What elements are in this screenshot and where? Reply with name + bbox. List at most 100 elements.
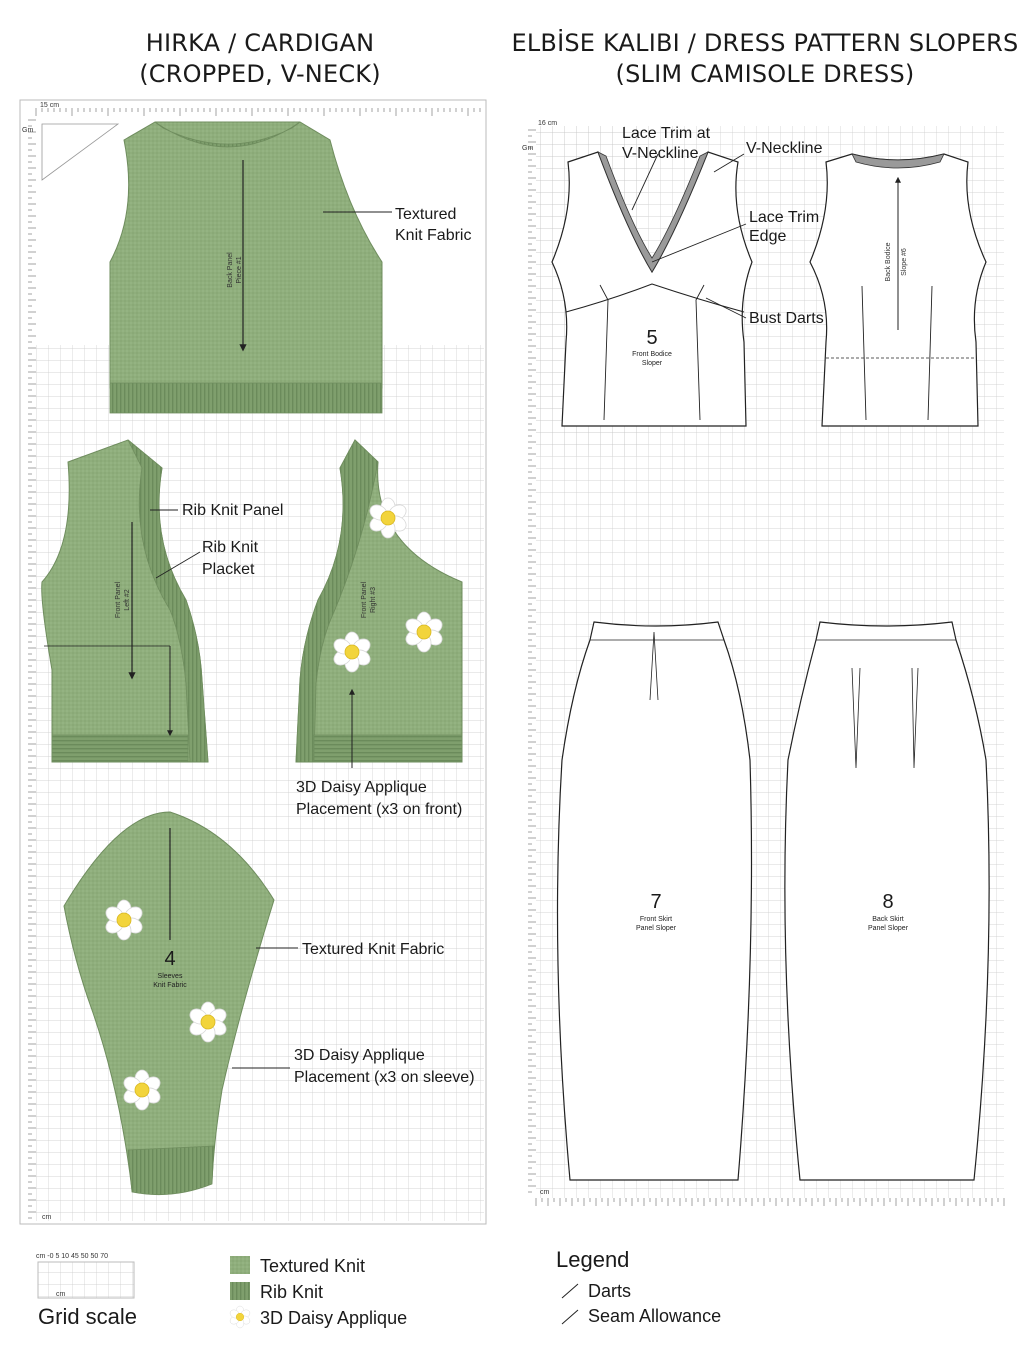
back-skirt: 8 Back Skirt Panel Sloper <box>784 621 990 1181</box>
leader-lace-neckline <box>631 153 659 211</box>
front-skirt-number: 7 <box>650 891 661 913</box>
cardigan-ruler-bottom-unit: cm <box>42 1214 52 1221</box>
grid-scale-swatch <box>37 1261 135 1299</box>
label-lace-edge-1: Lace Trim <box>749 209 819 226</box>
back-neck-rib <box>154 121 301 148</box>
back-hem-rib <box>109 382 383 414</box>
cardigan-protractor <box>41 123 120 181</box>
dress-board: 16 cm Gm cm 5 Front Bodice Sloper Lace T… <box>522 120 1005 1206</box>
dress-ruler-bottom <box>535 1198 1005 1206</box>
dress-title-line2: (SLIM CAMISOLE DRESS) <box>615 60 915 88</box>
front-skirt-dart <box>649 631 659 701</box>
legend-swatch-textured <box>230 1256 250 1274</box>
front-skirt-text-1: Front Skirt <box>640 916 672 923</box>
leader-bust-darts <box>705 297 747 319</box>
back-skirt-number: 8 <box>882 891 893 913</box>
front-skirt-shape <box>556 621 753 1181</box>
cardigan-ruler-top-unit: 15 cm <box>40 102 59 109</box>
left-front-text-1: Front Panel <box>115 581 122 618</box>
label-daisy-sleeve-1: 3D Daisy Applique <box>294 1047 425 1064</box>
legend-label-seam: Seam Allowance <box>588 1306 721 1326</box>
legend-swatch-daisy <box>228 1305 252 1329</box>
dress-ruler-left <box>528 129 536 1193</box>
left-front-text-2: Left #2 <box>124 589 131 611</box>
back-bodice-darts <box>861 285 933 421</box>
label-rib-placket-1: Rib Knit <box>202 539 259 556</box>
left-front-placket <box>127 439 209 763</box>
back-panel-text-2: Piece #1 <box>236 256 243 283</box>
sleeve-text-1: Sleeves <box>158 973 183 980</box>
cardigan-title: HIRKA / CARDIGAN (CROPPED, V-NECK) <box>80 28 440 90</box>
cardigan-ruler-left-unit: Gm <box>22 127 33 134</box>
legend-title: Legend <box>556 1247 629 1272</box>
label-daisy-sleeve-2: Placement (x3 on sleeve) <box>294 1069 475 1086</box>
front-bodice-lace-trim <box>597 151 709 273</box>
label-textured-back-2: Knit Fabric <box>395 227 471 244</box>
front-bodice-text-1: Front Bodice <box>632 351 672 358</box>
label-daisy-front-1: 3D Daisy Applique <box>296 779 427 796</box>
label-lace-neckline-1: Lace Trim at <box>622 125 711 142</box>
right-front-text-2: Right #3 <box>370 587 377 613</box>
cardigan-title-line2: (CROPPED, V-NECK) <box>139 60 381 88</box>
cardigan-board: 15 cm Gm cm Back Panel Piece #1 Textured… <box>19 99 487 1225</box>
cardigan-sleeve: 4 Sleeves Knit Fabric <box>63 811 275 1196</box>
sleeve-text-2: Knit Fabric <box>153 982 187 989</box>
cardigan-ruler-top <box>35 108 481 116</box>
dress-ruler-left-unit: Gm <box>522 145 533 152</box>
sleeve-shape <box>63 811 275 1191</box>
leader-v-neckline <box>713 153 745 173</box>
back-bodice-lace-trim <box>851 153 945 169</box>
label-lace-edge-2: Edge <box>749 228 786 245</box>
legend-label-rib: Rib Knit <box>260 1282 323 1302</box>
back-bodice-text-1: Back Bodice <box>885 242 892 281</box>
legend-label-darts: Darts <box>588 1281 631 1301</box>
right-front-placket <box>295 439 379 763</box>
leader-rib-placket <box>155 551 201 579</box>
back-skirt-darts <box>851 667 919 769</box>
label-textured-back-1: Textured <box>395 206 456 223</box>
left-front-hem-rib <box>51 734 189 763</box>
back-panel-text-1: Back Panel <box>227 252 234 288</box>
grid-scale-ticks: cm -0 5 10 45 50 50 70 <box>36 1253 108 1260</box>
back-bodice: Back Bodice Slope #6 <box>809 153 987 427</box>
sleeve-number: 4 <box>164 948 175 970</box>
back-skirt-shape <box>784 621 990 1181</box>
label-rib-placket-2: Placket <box>202 561 255 578</box>
back-skirt-text-1: Back Skirt <box>872 916 904 923</box>
label-textured-sleeve: Textured Knit Fabric <box>302 941 444 958</box>
label-v-neckline: V-Neckline <box>746 140 823 157</box>
label-rib-panel: Rib Knit Panel <box>182 502 283 519</box>
legend-swatch-rib <box>230 1282 250 1300</box>
front-skirt: 7 Front Skirt Panel Sloper <box>556 621 753 1181</box>
label-bust-darts: Bust Darts <box>749 310 824 327</box>
back-skirt-text-2: Panel Sloper <box>868 925 909 932</box>
legend-label-textured: Textured Knit <box>260 1256 365 1276</box>
back-bodice-text-2: Slope #6 <box>901 248 908 276</box>
front-bodice-text-2: Sloper <box>642 360 663 367</box>
cardigan-ruler-left <box>28 119 36 1219</box>
front-bodice-bust-line <box>565 283 745 313</box>
front-skirt-text-2: Panel Sloper <box>636 925 677 932</box>
legend-darts-symbol <box>561 1283 579 1299</box>
dress-ruler-top-unit: 16 cm <box>538 120 557 127</box>
right-front-hem-rib <box>313 734 463 763</box>
cardigan-right-front-panel: Front Panel Right #3 <box>295 439 463 768</box>
front-bodice: 5 Front Bodice Sloper <box>551 151 753 427</box>
back-panel-shape <box>109 121 383 389</box>
leader-lace-edge <box>651 223 747 263</box>
legend-label-daisy: 3D Daisy Applique <box>260 1308 407 1328</box>
legend-right: Legend Darts Seam Allowance <box>556 1247 721 1326</box>
label-lace-neckline-2: V-Neckline <box>622 145 699 162</box>
cardigan-title-line1: HIRKA / CARDIGAN <box>145 29 375 57</box>
legend-seam-symbol <box>561 1309 579 1325</box>
dress-title-line1: ELBİSE KALIBI / DRESS PATTERN SLOPERS <box>511 29 1019 57</box>
right-front-text-1: Front Panel <box>361 581 368 618</box>
dress-ruler-bottom-unit: cm <box>540 1189 550 1196</box>
cardigan-back-panel: Back Panel Piece #1 <box>109 121 383 414</box>
dress-title: ELBİSE KALIBI / DRESS PATTERN SLOPERS (S… <box>510 28 1020 90</box>
grid-scale-unit: cm <box>56 1291 66 1298</box>
front-bodice-number: 5 <box>646 327 657 349</box>
grid-scale-label: Grid scale <box>38 1304 137 1329</box>
label-daisy-front-2: Placement (x3 on front) <box>296 801 462 818</box>
